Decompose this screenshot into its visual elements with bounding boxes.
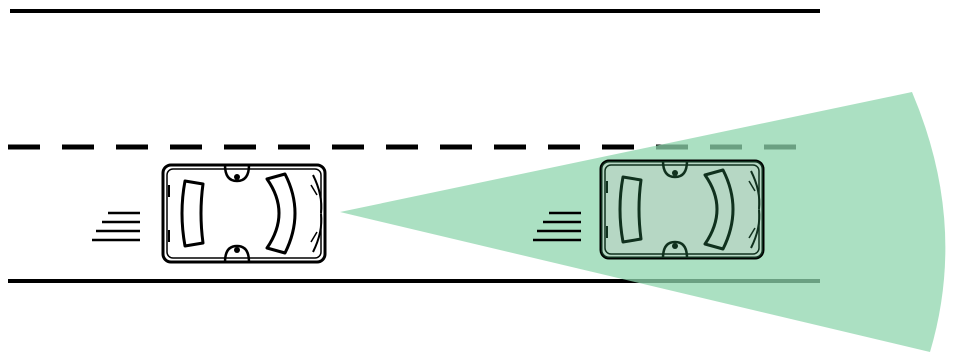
ego-vehicle-car-icon [163,165,325,262]
detected-vehicle-car-icon [601,161,763,258]
ego-vehicle-speed-lines-icon [92,213,140,240]
